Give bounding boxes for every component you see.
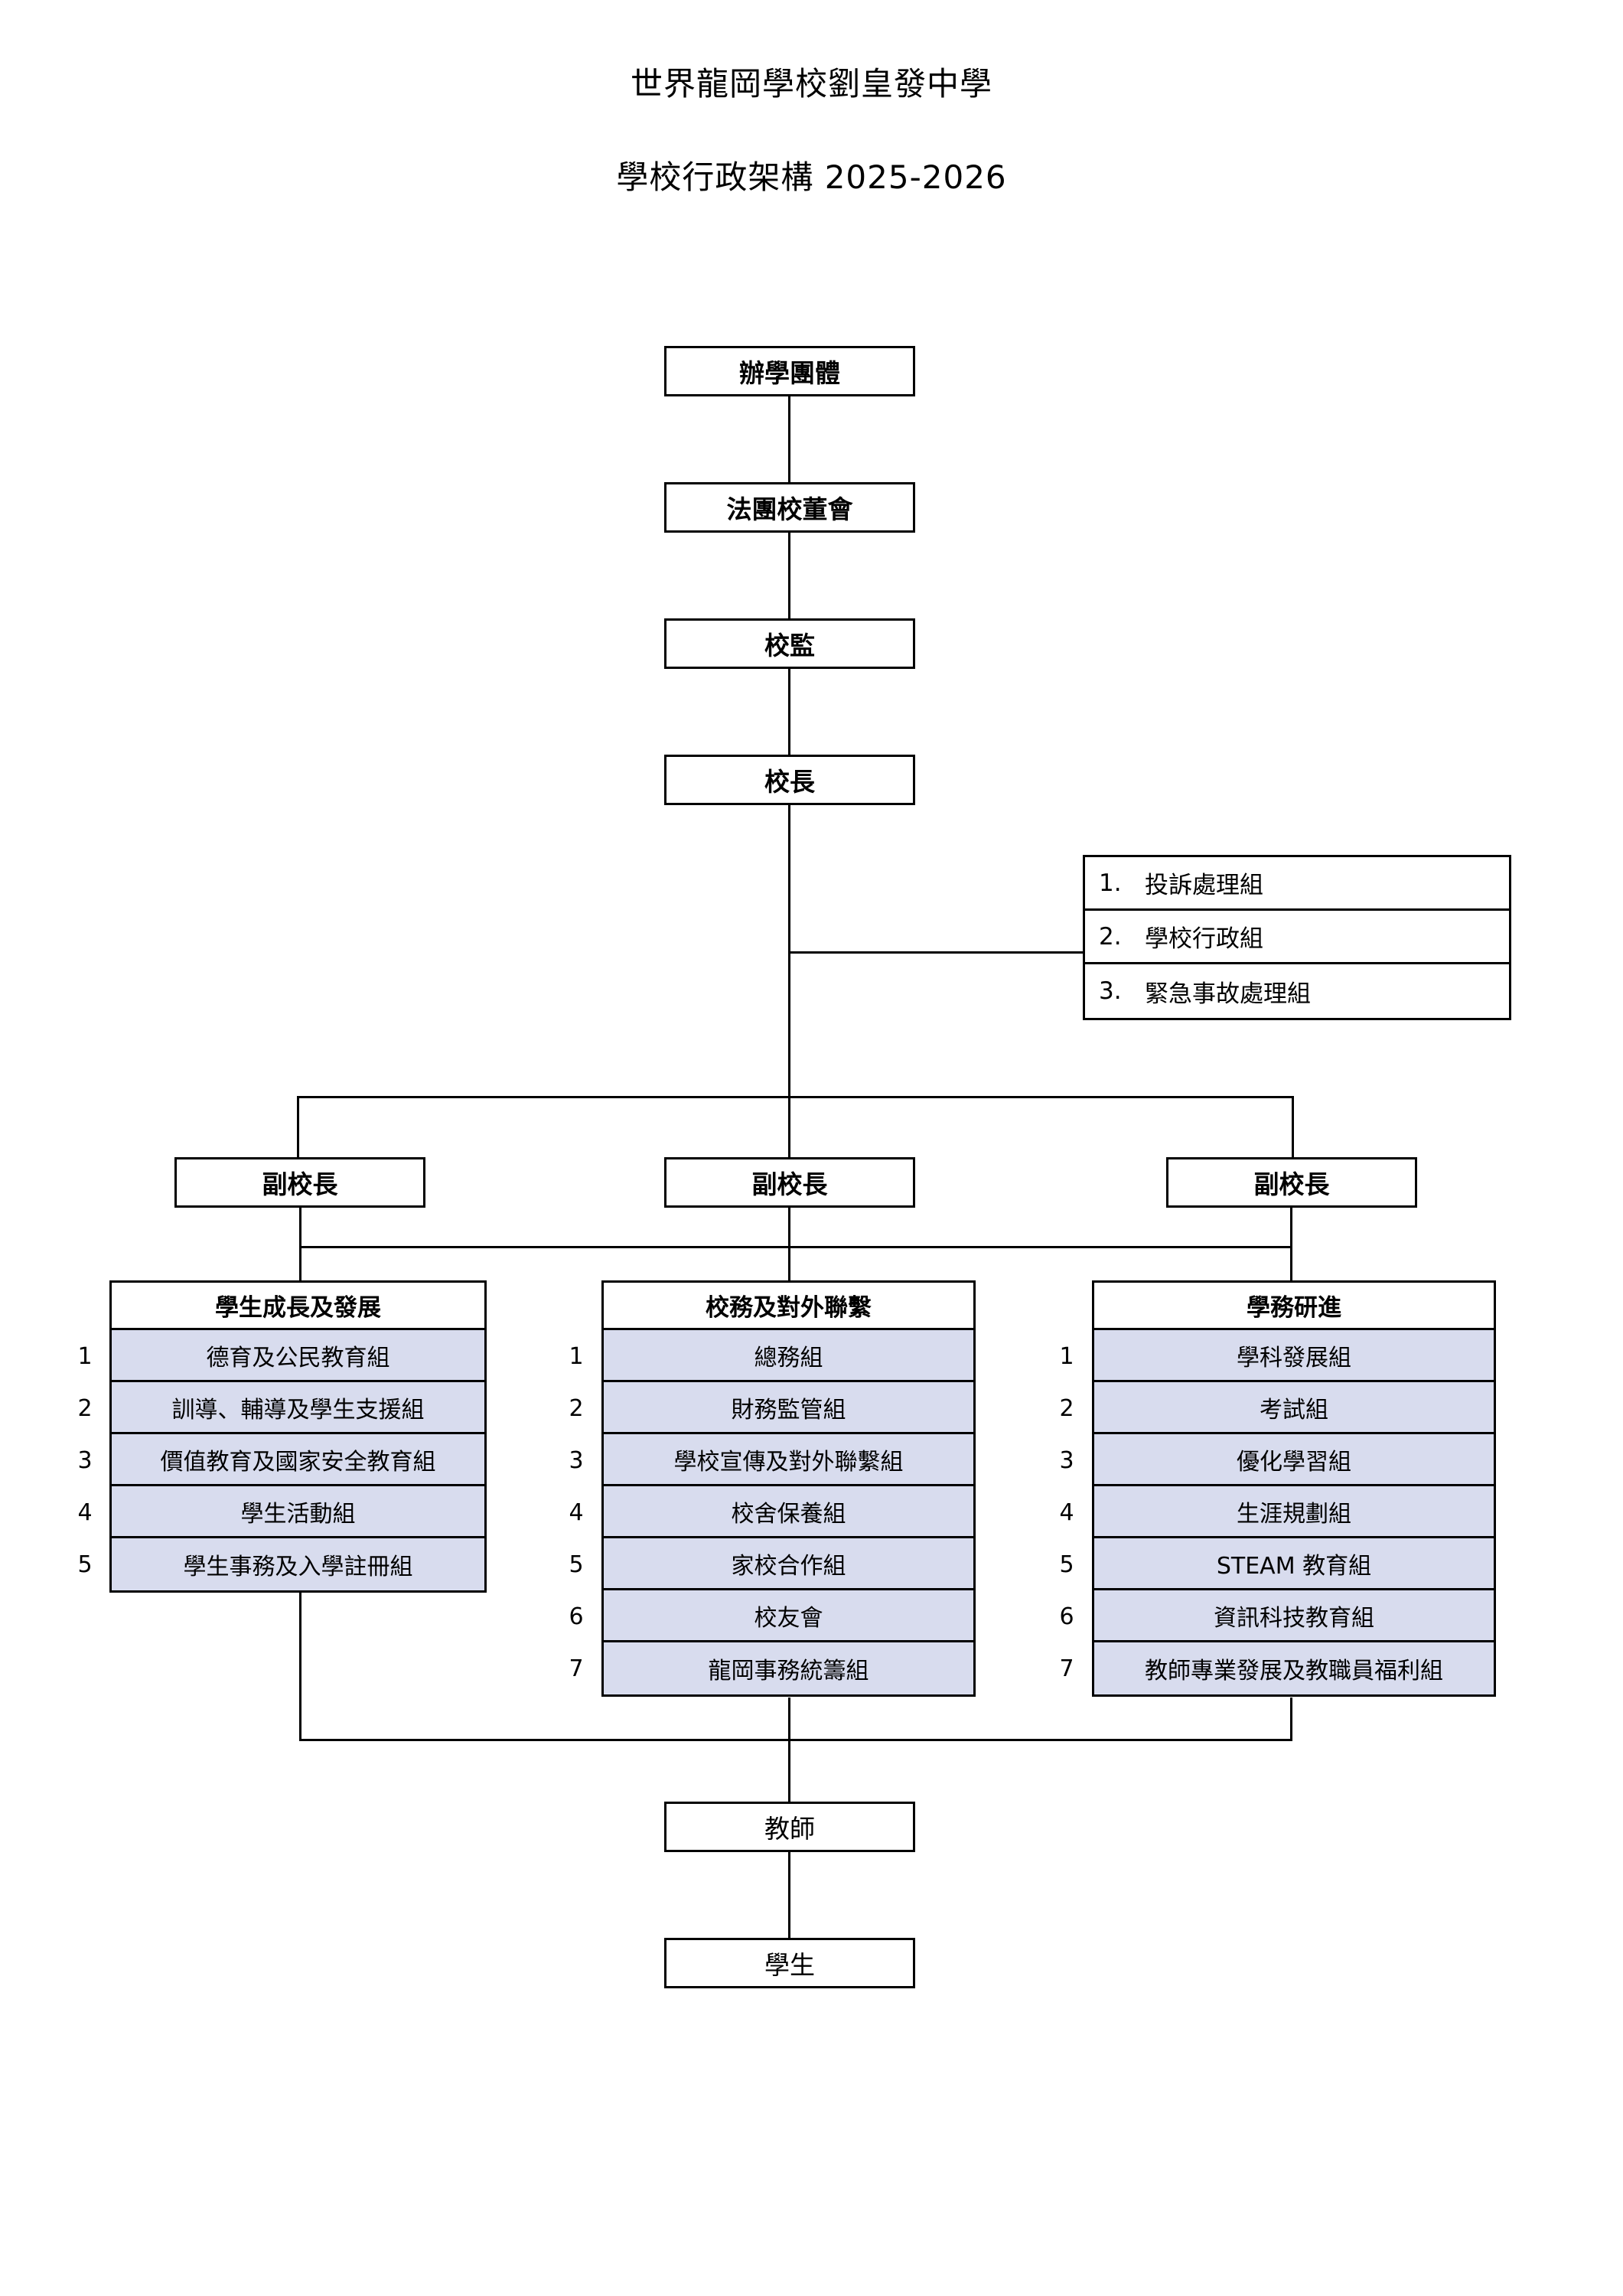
table-row[interactable]: 3. 緊急事故處理組 xyxy=(1085,964,1509,1018)
connector-merge-bar-teachers xyxy=(299,1739,1292,1741)
dept-2-row-numbers: 1 2 3 4 5 6 7 xyxy=(552,1330,600,1694)
connector-principal-to-side-table xyxy=(788,951,1085,954)
node-imc[interactable]: 法團校董會 xyxy=(664,482,915,533)
row-number: 1. xyxy=(1099,869,1122,897)
table-row[interactable]: 2. 學校行政組 xyxy=(1085,911,1509,964)
connector-merge-to-teachers xyxy=(788,1739,790,1802)
node-principal[interactable]: 校長 xyxy=(664,755,915,805)
connector-teachers-to-students xyxy=(788,1852,790,1953)
dept-item[interactable]: 家校合作組 xyxy=(604,1538,973,1590)
row-number: 7 xyxy=(569,1655,584,1682)
dept-table-student-growth: 學生成長及發展 德育及公民教育組 訓導、輔導及學生支援組 價值教育及國家安全教育… xyxy=(109,1280,487,1593)
connector-supervisor-to-principal xyxy=(788,669,790,768)
dept-item[interactable]: 優化學習組 xyxy=(1094,1434,1494,1486)
connector-branch-to-vp-1 xyxy=(297,1096,299,1157)
row-number: 5 xyxy=(569,1551,584,1578)
dept-item[interactable]: 考試組 xyxy=(1094,1382,1494,1434)
dept-item[interactable]: 學生活動組 xyxy=(112,1486,484,1538)
connector-branch-to-vp-2 xyxy=(788,1096,790,1157)
dept-header: 學生成長及發展 xyxy=(112,1283,484,1330)
row-number: 4 xyxy=(1059,1499,1074,1526)
node-supervisor[interactable]: 校監 xyxy=(664,618,915,669)
connector-imc-to-supervisor xyxy=(788,533,790,632)
dept-item[interactable]: 財務監管組 xyxy=(604,1382,973,1434)
row-number: 7 xyxy=(1059,1655,1074,1682)
dept-item[interactable]: 龍岡事務統籌組 xyxy=(604,1642,973,1694)
row-number: 4 xyxy=(77,1499,93,1526)
dept-item[interactable]: 總務組 xyxy=(604,1330,973,1382)
connector-branch-to-vp-3 xyxy=(1292,1096,1294,1157)
page-title-chart-name: 學校行政架構 2025-2026 xyxy=(616,158,1007,196)
node-vice-principal-2[interactable]: 副校長 xyxy=(664,1157,915,1208)
dept-item[interactable]: 校舍保養組 xyxy=(604,1486,973,1538)
dept-item[interactable]: 訓導、輔導及學生支援組 xyxy=(112,1382,484,1434)
dept-item[interactable]: 生涯規劃組 xyxy=(1094,1486,1494,1538)
connector-dept3-to-merge xyxy=(1290,1698,1292,1741)
table-row[interactable]: 1. 投訴處理組 xyxy=(1085,857,1509,911)
connector-vp2-to-dept2 xyxy=(788,1208,790,1315)
connector-vice-principals-link-bar xyxy=(299,1246,1292,1248)
row-number: 4 xyxy=(569,1499,584,1526)
connector-vp1-to-dept1 xyxy=(299,1208,301,1315)
row-number: 5 xyxy=(1059,1551,1074,1578)
dept-item[interactable]: 學科發展組 xyxy=(1094,1330,1494,1382)
node-students[interactable]: 學生 xyxy=(664,1938,915,1988)
dept-item[interactable]: 教師專業發展及教職員福利組 xyxy=(1094,1642,1494,1694)
node-teachers[interactable]: 教師 xyxy=(664,1802,915,1852)
row-number: 3 xyxy=(1059,1446,1074,1474)
dept-item[interactable]: 學校宣傳及對外聯繫組 xyxy=(604,1434,973,1486)
node-sponsoring-body[interactable]: 辦學團體 xyxy=(664,346,915,396)
row-number: 3 xyxy=(77,1446,93,1474)
row-number: 1 xyxy=(77,1342,93,1370)
dept-item[interactable]: 價值教育及國家安全教育組 xyxy=(112,1434,484,1486)
row-number: 3 xyxy=(569,1446,584,1474)
dept-table-academic-development: 學務研進 學科發展組 考試組 優化學習組 生涯規劃組 STEAM 教育組 資訊科… xyxy=(1092,1280,1496,1697)
row-number: 2 xyxy=(1059,1394,1074,1422)
dept-table-school-affairs: 校務及對外聯繫 總務組 財務監管組 學校宣傳及對外聯繫組 校舍保養組 家校合作組… xyxy=(601,1280,976,1697)
dept-item[interactable]: 校友會 xyxy=(604,1590,973,1642)
node-vice-principal-3[interactable]: 副校長 xyxy=(1166,1157,1417,1208)
dept-item[interactable]: STEAM 教育組 xyxy=(1094,1538,1494,1590)
dept-3-row-numbers: 1 2 3 4 5 6 7 xyxy=(1043,1330,1090,1694)
row-number: 2 xyxy=(77,1394,93,1422)
row-label: 投訴處理組 xyxy=(1145,872,1263,899)
dept-item[interactable]: 學生事務及入學註冊組 xyxy=(112,1538,484,1590)
row-label: 學校行政組 xyxy=(1145,925,1263,953)
row-number: 3. xyxy=(1099,977,1122,1005)
dept-header: 學務研進 xyxy=(1094,1283,1494,1330)
connector-vp3-to-dept3 xyxy=(1290,1208,1292,1315)
row-number: 5 xyxy=(77,1551,93,1578)
dept-item[interactable]: 德育及公民教育組 xyxy=(112,1330,484,1382)
connector-dept1-to-merge xyxy=(299,1590,301,1741)
row-label: 緊急事故處理組 xyxy=(1145,980,1311,1008)
dept-header: 校務及對外聯繫 xyxy=(604,1283,973,1330)
connector-branch-bar-vice-principals xyxy=(297,1096,1293,1098)
row-number: 2. xyxy=(1099,922,1122,951)
dept-1-row-numbers: 1 2 3 4 5 xyxy=(61,1330,109,1590)
connector-dept2-to-merge xyxy=(788,1698,790,1741)
principal-direct-groups-table: 1. 投訴處理組 2. 學校行政組 3. 緊急事故處理組 xyxy=(1083,855,1511,1020)
page-title-school-name: 世界龍岡學校劉皇發中學 xyxy=(630,65,992,103)
connector-sponsoring-to-imc xyxy=(788,396,790,496)
row-number: 6 xyxy=(569,1603,584,1630)
row-number: 1 xyxy=(1059,1342,1074,1370)
row-number: 2 xyxy=(569,1394,584,1422)
dept-item[interactable]: 資訊科技教育組 xyxy=(1094,1590,1494,1642)
row-number: 1 xyxy=(569,1342,584,1370)
node-vice-principal-1[interactable]: 副校長 xyxy=(174,1157,425,1208)
row-number: 6 xyxy=(1059,1603,1074,1630)
